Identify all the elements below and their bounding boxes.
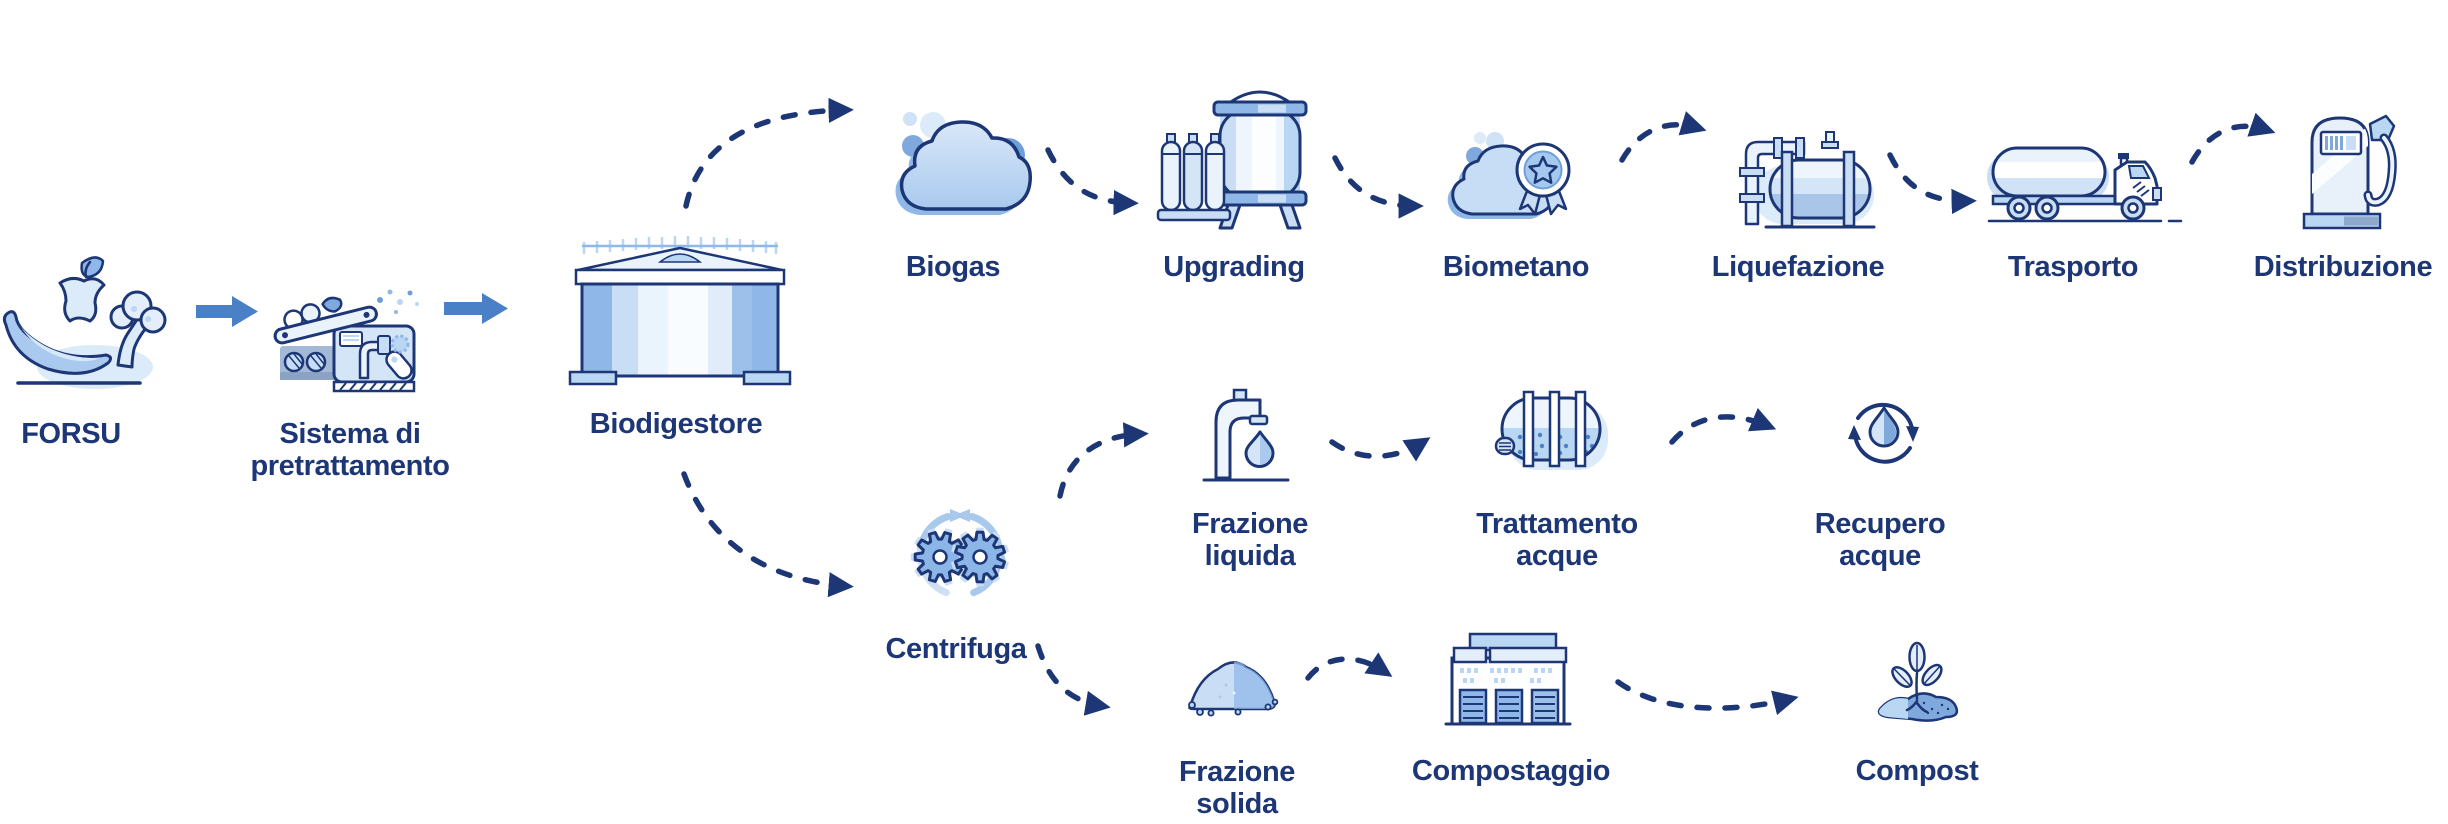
label-biogas: Biogas <box>905 251 1001 283</box>
label-biodigestore: Biodigestore <box>589 408 763 440</box>
edge-compostaggio-compost <box>1615 679 1799 716</box>
digester-tank-icon <box>568 232 792 394</box>
food-waste-icon <box>0 245 167 395</box>
edge-centrifuga-frazioneliquida <box>1057 422 1149 499</box>
centrifuge-gears-icon <box>888 505 1033 605</box>
label-frazione-liquida: Frazione liquida <box>1191 508 1309 572</box>
composting-plant-icon <box>1440 628 1575 736</box>
label-upgrading: Upgrading <box>1163 251 1305 283</box>
label-forsu: FORSU <box>21 418 121 450</box>
solid-pile-icon <box>1178 645 1288 720</box>
edge-frazionesolida-compostaggio <box>1305 652 1393 681</box>
edge-frazioneliquida-trattamento <box>1329 437 1431 462</box>
edge-upgrading-biometano <box>1332 155 1424 219</box>
pretreatment-machine-icon <box>272 284 422 396</box>
solid-arrow-pretrattamento-biodigestore <box>444 293 508 324</box>
faucet-drop-icon <box>1196 386 1296 486</box>
sprout-icon <box>1872 635 1962 727</box>
label-frazione-solida: Frazione solida <box>1178 756 1296 820</box>
edge-trasporto-distribuzione <box>2189 112 2276 165</box>
label-trattamento-acque: Trattamento acque <box>1476 508 1638 572</box>
fuel-pump-icon <box>2298 110 2398 232</box>
label-centrifuga: Centrifuga <box>885 633 1027 665</box>
label-distribuzione: Distribuzione <box>2253 251 2433 283</box>
certified-gas-cloud-icon <box>1447 128 1578 228</box>
edge-biodigestore-biogas <box>683 97 854 209</box>
label-biometano: Biometano <box>1442 251 1590 283</box>
label-pretrattamento: Sistema di pretrattamento <box>250 418 450 482</box>
edge-trattamento-recupero <box>1669 407 1777 445</box>
label-compost: Compost <box>1855 755 1979 787</box>
edge-biodigestore-centrifuga <box>681 471 854 598</box>
liquefaction-tank-icon <box>1726 126 1876 232</box>
edge-biometano-liquefazione <box>1619 111 1707 163</box>
label-compostaggio: Compostaggio <box>1411 755 1611 787</box>
tanker-truck-icon <box>1985 130 2185 230</box>
label-recupero-acque: Recupero acque <box>1814 508 1946 572</box>
edge-centrifuga-frazionesolida <box>1035 643 1111 716</box>
label-liquefazione: Liquefazione <box>1711 251 1885 283</box>
edge-biogas-upgrading <box>1045 147 1139 216</box>
water-treatment-tank-icon <box>1494 390 1611 478</box>
upgrading-plant-icon <box>1156 80 1333 230</box>
label-trasporto: Trasporto <box>2007 251 2139 283</box>
gas-cloud-icon <box>893 103 1038 228</box>
edge-liquefazione-trasporto <box>1887 152 1977 215</box>
water-recycle-icon <box>1844 392 1924 476</box>
solid-arrow-forsu-pretrattamento <box>196 296 258 327</box>
